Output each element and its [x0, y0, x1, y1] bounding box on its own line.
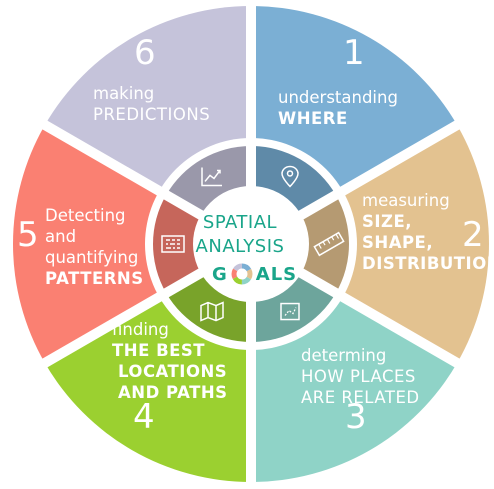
center-title-analysis: ANALYSIS [195, 236, 285, 257]
map-relation-icon [280, 302, 300, 321]
segment-3-number: 3 [345, 397, 367, 437]
segment-5-number: 5 [17, 215, 39, 255]
segment-5-outer [13, 125, 252, 363]
segment-4-label: finding THE BEST LOCATIONS AND PATHS [112, 320, 228, 402]
pattern-map-icon [161, 235, 185, 253]
segment-1-number: 1 [343, 33, 365, 73]
segment-1-label: understanding WHERE [278, 88, 398, 128]
goals-letters-als: ALS [255, 263, 298, 285]
color-ring-icon [231, 263, 253, 285]
trend-chart-icon [201, 167, 222, 187]
segment-2-number: 2 [462, 215, 484, 255]
ruler-icon [313, 231, 345, 257]
folded-map-icon [200, 301, 224, 322]
segment-6-label: making PREDICTIONS [93, 84, 211, 124]
center-title-spatial: SPATIAL [202, 212, 278, 233]
segment-4-number: 4 [133, 397, 155, 437]
segment-5-label: Detecting and quantifying PATTERNS [45, 206, 144, 288]
segment-2-outer [251, 125, 489, 363]
segment-6-number: 6 [134, 33, 156, 73]
segment-2-label: measuring SIZE, SHAPE, DISTRIBUTION [362, 191, 492, 273]
goals-letter-g: G [212, 263, 228, 285]
location-pin-icon [281, 165, 299, 188]
center-goals-word: G ALS [212, 262, 297, 286]
segment-3-label: determing HOW PLACES ARE RELATED [301, 346, 420, 407]
center-hub [193, 186, 309, 302]
